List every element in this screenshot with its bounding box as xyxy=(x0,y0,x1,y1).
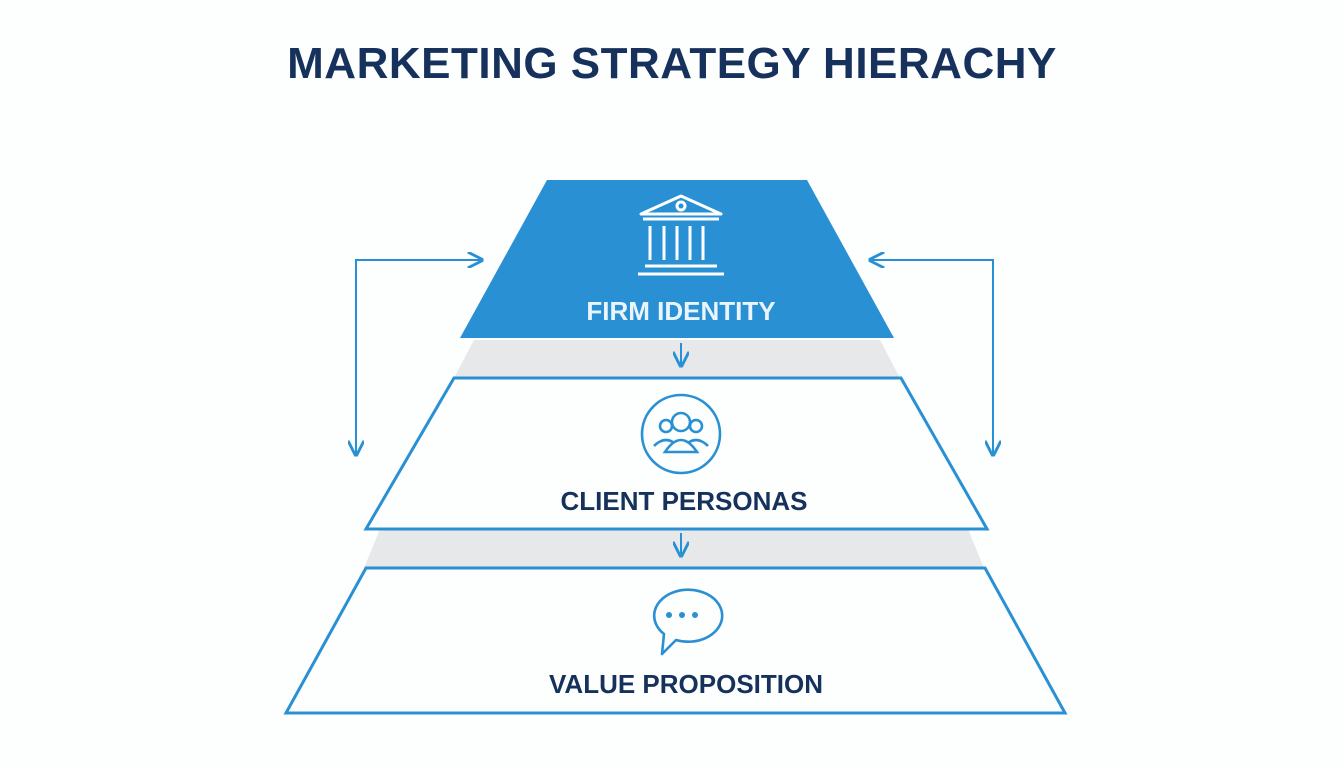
tier-value-proposition: VALUE PROPOSITION xyxy=(283,566,1068,715)
tier-label: FIRM IDENTITY xyxy=(586,296,775,326)
tier-label: CLIENT PERSONAS xyxy=(560,486,807,516)
tier-shape xyxy=(363,376,990,531)
right-feedback-loop-arrow xyxy=(870,260,993,455)
connector-band-1 xyxy=(454,340,900,378)
bank-building-icon xyxy=(638,194,724,276)
people-group-icon xyxy=(640,393,722,475)
tier-label: VALUE PROPOSITION xyxy=(549,669,823,699)
speech-bubble-icon xyxy=(652,588,724,656)
page-title: MARKETING STRATEGY HIERACHY xyxy=(287,39,1057,88)
left-feedback-loop-arrow xyxy=(356,260,482,455)
connector-band-2 xyxy=(364,529,984,568)
tier-firm-identity: FIRM IDENTITY xyxy=(460,180,894,338)
tier-client-personas: CLIENT PERSONAS xyxy=(363,376,990,531)
